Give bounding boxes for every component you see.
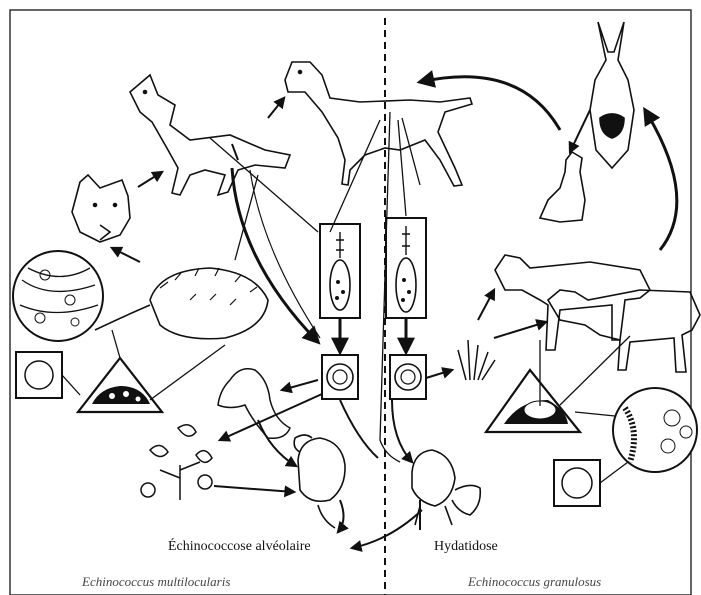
- cyst-box-left: [16, 352, 62, 398]
- cow-illustration: [495, 255, 650, 350]
- puppy-illustration: [540, 152, 585, 222]
- species-label-multilocularis: Echinococcus multilocularis: [82, 574, 230, 590]
- berries-illustration: [141, 425, 212, 500]
- cyst-box-right: [554, 460, 600, 506]
- egg-box-right: [390, 355, 426, 399]
- liver-triangle-left: [78, 358, 162, 412]
- species-label-granulosus: Echinococcus granulosus: [468, 574, 601, 590]
- tapeworm-box-left: [320, 224, 360, 318]
- egg-box-left: [322, 355, 358, 399]
- human-left-illustration: [294, 435, 345, 528]
- liver-triangle-right: [486, 370, 580, 432]
- carcass-illustration: [590, 22, 634, 168]
- wolf-illustration: [72, 175, 130, 242]
- disease-label-alveolar: Échinococcose alvéolaire: [168, 539, 311, 555]
- rodent-paws-illustration: [218, 369, 290, 439]
- tapeworm-box-right: [386, 218, 426, 318]
- disease-label-hydatidose: Hydatidose: [434, 539, 498, 555]
- human-right-illustration: [412, 450, 480, 525]
- vole-illustration: [95, 268, 268, 339]
- alveolar-tissue-circle: [13, 251, 103, 341]
- grass-illustration: [458, 340, 495, 380]
- hydatid-tissue-circle: [613, 388, 697, 472]
